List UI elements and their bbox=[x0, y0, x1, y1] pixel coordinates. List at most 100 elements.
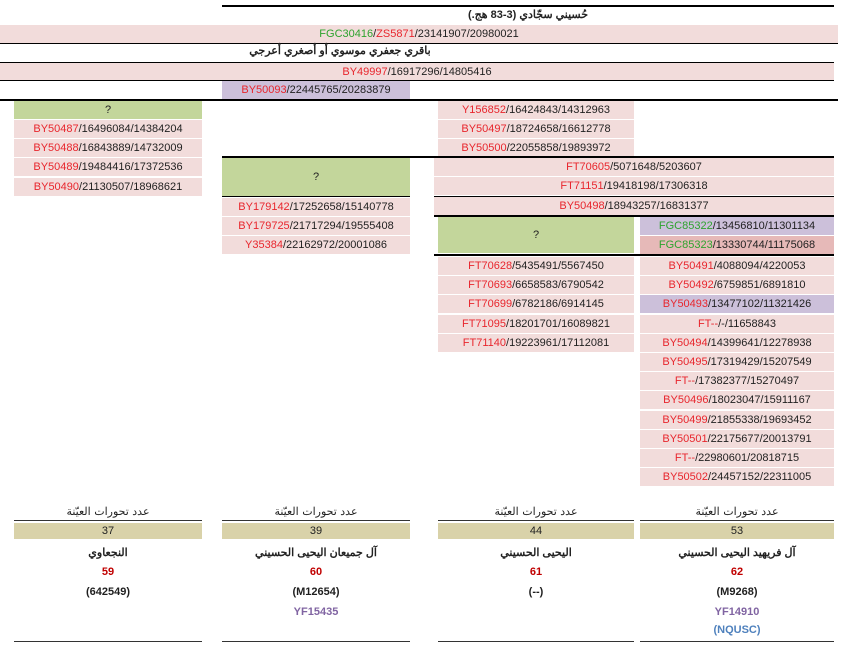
snp-row: BY50500/22055858/19893972 bbox=[438, 139, 634, 158]
snp-positions: /22445765/20283879 bbox=[286, 84, 391, 96]
snp-name: BY50487 bbox=[33, 123, 79, 135]
kit-code: (642549) bbox=[85, 586, 131, 598]
snp-positions: /17382377/15270497 bbox=[695, 375, 800, 388]
snp-positions: /21855338/19693452 bbox=[707, 413, 812, 426]
snp-name: BY50497 bbox=[461, 123, 507, 136]
snp-name: FT-- bbox=[674, 375, 696, 388]
snp-positions: /18724658/16612778 bbox=[506, 123, 611, 136]
snp-positions: /5435491/5567450 bbox=[512, 260, 604, 272]
snp-name: FT70628 bbox=[468, 260, 513, 272]
snp-positions: /18201701/16089821 bbox=[506, 317, 611, 330]
divider bbox=[222, 520, 410, 521]
snp-name: BY50499 bbox=[662, 413, 708, 426]
snp-positions: /13456810/11301134 bbox=[712, 220, 816, 232]
unknown-node: ? bbox=[14, 101, 202, 119]
snp-row: BY50490/21130507/18968621 bbox=[14, 177, 202, 196]
snp-name: ZS5871 bbox=[376, 28, 415, 40]
divider bbox=[640, 641, 834, 642]
family-name: آل فريهيد اليحيى الحسيني bbox=[678, 547, 796, 559]
kit-code: (--) bbox=[528, 586, 544, 598]
snp-name: BY179725 bbox=[238, 220, 290, 233]
snp-name: FT70605 bbox=[566, 161, 611, 173]
snp-row: Y35384/22162972/20001086 bbox=[222, 236, 410, 255]
divider bbox=[438, 520, 634, 521]
snp-positions: /16424843/14312963 bbox=[506, 104, 611, 116]
lineage-label: باقري جعفري موسوي أو أصغري أعرجي bbox=[249, 45, 431, 57]
snp-name: FT71140 bbox=[462, 336, 507, 349]
snp-name: BY50488 bbox=[33, 142, 79, 155]
snp-row: FT71140/19223961/17112081 bbox=[438, 333, 634, 352]
snp-row: FT70605/5071648/5203607 bbox=[434, 158, 834, 176]
snp-row: BY49997/16917296/14805416 bbox=[0, 63, 834, 81]
sample-count-label: عدد تحورات العيّنة bbox=[695, 505, 779, 518]
divider bbox=[438, 641, 634, 642]
snp-name: BY50498 bbox=[559, 200, 605, 212]
snp-row: Y156852/16424843/14312963 bbox=[438, 101, 634, 119]
snp-positions: /21130507/18968621 bbox=[79, 180, 183, 193]
snp-name: FT71095 bbox=[461, 317, 507, 330]
snp-positions: /22162972/20001086 bbox=[282, 239, 387, 252]
snp-name: FGC85322 bbox=[658, 220, 713, 232]
snp-row: BY50493/13477102/11321426 bbox=[640, 295, 834, 314]
snp-positions: /24457152/22311005 bbox=[708, 471, 812, 484]
snp-name: BY50489 bbox=[33, 161, 79, 174]
sub-clade: YF14910 bbox=[714, 606, 760, 618]
snp-row: FT70628/5435491/5567450 bbox=[438, 257, 634, 275]
sample-number: 59 bbox=[101, 566, 115, 578]
kit-code: (M12654) bbox=[292, 586, 340, 598]
snp-positions: /6782186/6914145 bbox=[512, 298, 604, 311]
root-snp-row: FGC30416/ZS5871/23141907/20980021 bbox=[0, 25, 838, 43]
snp-positions: /13477102/11321426 bbox=[708, 298, 812, 311]
snp-name: BY50093 bbox=[241, 84, 287, 96]
snp-positions: /19484416/17372536 bbox=[78, 161, 183, 174]
snp-row: BY50502/24457152/22311005 bbox=[640, 468, 834, 487]
sub-clade: YF15435 bbox=[293, 606, 339, 618]
snp-positions: /21717294/19555408 bbox=[289, 220, 394, 233]
sample-count-label: عدد تحورات العيّنة bbox=[66, 505, 150, 518]
unknown-node: ? bbox=[222, 158, 410, 196]
snp-row: BY50496/18023047/15911167 bbox=[640, 391, 834, 410]
snp-positions: /16496084/14384204 bbox=[78, 123, 183, 135]
page-title: حُسيني سجّادي (3-83 هج.) bbox=[467, 9, 589, 21]
sample-count: 53 bbox=[640, 523, 834, 539]
sample-number: 60 bbox=[309, 566, 323, 578]
snp-name: BY50502 bbox=[662, 471, 709, 484]
snp-positions: /22980601/20818715 bbox=[695, 452, 800, 464]
kit-code: (M9268) bbox=[716, 586, 758, 598]
snp-row: BY50497/18724658/16612778 bbox=[438, 120, 634, 139]
snp-positions: /22055858/19893972 bbox=[506, 142, 611, 155]
snp-row: BY179142/17252658/15140778 bbox=[222, 198, 410, 216]
snp-positions: /19223961/17112081 bbox=[506, 336, 610, 349]
sample-number: 62 bbox=[730, 566, 744, 578]
snp-name: BY50490 bbox=[33, 180, 80, 193]
snp-positions: / bbox=[373, 28, 377, 40]
snp-name: FT71151 bbox=[560, 180, 604, 192]
snp-name: FGC30416 bbox=[319, 28, 374, 40]
snp-row: FT--/-/11658843 bbox=[640, 314, 834, 333]
snp-row: BY50495/17319429/15207549 bbox=[640, 353, 834, 371]
snp-positions: /23141907/20980021 bbox=[414, 28, 519, 40]
divider bbox=[14, 520, 202, 521]
divider bbox=[222, 641, 410, 642]
sample-count-label: عدد تحورات العيّنة bbox=[274, 505, 358, 518]
snp-row: BY50093/22445765/20283879 bbox=[222, 81, 410, 99]
snp-row: BY50501/22175677/20013791 bbox=[640, 429, 834, 448]
snp-positions: /16917296/14805416 bbox=[387, 66, 492, 78]
snp-row: BY50487/16496084/14384204 bbox=[14, 120, 202, 138]
snp-name: BY179142 bbox=[238, 201, 290, 213]
snp-row: BY50488/16843889/14732009 bbox=[14, 139, 202, 158]
snp-name: BY50494 bbox=[662, 336, 708, 349]
unknown-node: ? bbox=[438, 217, 634, 253]
snp-positions: /-/11658843 bbox=[718, 317, 777, 330]
snp-positions: /17252658/15140778 bbox=[289, 201, 394, 213]
snp-name: FT70699 bbox=[468, 298, 513, 311]
snp-name: BY50493 bbox=[662, 298, 709, 311]
snp-row: FT--/22980601/20818715 bbox=[640, 449, 834, 467]
snp-row: BY50494/14399641/12278938 bbox=[640, 333, 834, 352]
snp-name: Y35384 bbox=[245, 239, 283, 252]
snp-positions: /17319429/15207549 bbox=[707, 356, 812, 368]
snp-name: FT-- bbox=[674, 452, 696, 464]
snp-row: BY179725/21717294/19555408 bbox=[222, 217, 410, 236]
sample-count: 39 bbox=[222, 523, 410, 539]
snp-row: FT70693/6658583/6790542 bbox=[438, 276, 634, 295]
